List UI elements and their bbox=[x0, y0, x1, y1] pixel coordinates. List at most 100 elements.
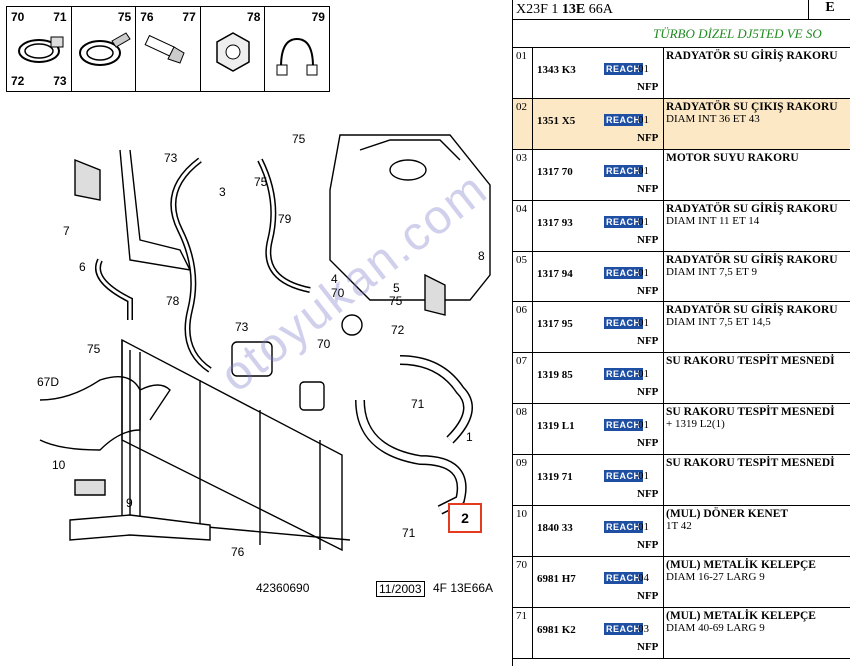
callout-label: 78 bbox=[247, 10, 261, 24]
quantity: 03 bbox=[638, 622, 649, 635]
callout-label: 7 bbox=[63, 224, 70, 238]
part-reference[interactable]: 1317 94 bbox=[537, 267, 573, 280]
reach-badge: REACH bbox=[604, 317, 643, 330]
callout-label: 5 bbox=[393, 281, 400, 295]
part-reference[interactable]: 1319 85 bbox=[537, 369, 573, 382]
part-reference[interactable]: 1317 93 bbox=[537, 216, 573, 229]
callout-label: 78 bbox=[166, 294, 180, 308]
part-title: SU RAKORU TESPİT MESNEDİ bbox=[666, 406, 835, 419]
part-title: (MUL) DÖNER KENET bbox=[666, 508, 789, 521]
part-detail: + 1319 L2(1) bbox=[666, 418, 725, 431]
quantity: 01 bbox=[638, 368, 649, 381]
description-cell: RADYATÖR SU GİRİŞ RAKORU bbox=[664, 48, 850, 98]
reach-badge: REACH bbox=[604, 470, 643, 483]
row-index: 10 bbox=[513, 506, 533, 556]
quantity: 01 bbox=[638, 164, 649, 177]
row-index: 01 bbox=[513, 48, 533, 98]
bolt-icon-cell: 76 77 bbox=[136, 7, 201, 91]
part-reference[interactable]: 6981 H7 bbox=[537, 572, 576, 585]
row-index: 71 bbox=[513, 607, 533, 658]
callout-label: 75 bbox=[87, 342, 101, 356]
diagram-sheet-id: 4F 13E66A bbox=[433, 581, 494, 595]
part-reference[interactable]: 1840 33 bbox=[537, 522, 573, 535]
quantity: 01 bbox=[638, 63, 649, 75]
nfp-label: NFP bbox=[637, 131, 659, 144]
part-title: RADYATÖR SU GİRİŞ RAKORU bbox=[666, 304, 838, 317]
quantity: 01 bbox=[638, 317, 649, 330]
part-detail: DIAM 16-27 LARG 9 bbox=[666, 570, 765, 583]
model-suffix: 66A bbox=[588, 1, 613, 17]
callout-label: 72 bbox=[11, 74, 25, 88]
quantity: 01 bbox=[638, 266, 649, 279]
part-reference[interactable]: 1351 X5 bbox=[537, 114, 576, 127]
quantity: 01 bbox=[638, 521, 649, 534]
callout-label: 71 bbox=[411, 397, 425, 411]
callout-label: 73 bbox=[235, 320, 249, 334]
hose-clip-icon bbox=[276, 37, 318, 76]
worm-clamp-icon bbox=[78, 32, 131, 66]
quantity: 01 bbox=[638, 215, 649, 228]
part-detail: DIAM INT 7,5 ET 9 bbox=[666, 265, 757, 278]
part-reference[interactable]: 1319 L1 bbox=[537, 420, 575, 433]
reach-badge: REACH bbox=[604, 521, 643, 534]
row-index: 05 bbox=[513, 251, 533, 302]
part-reference[interactable]: 1317 70 bbox=[537, 165, 573, 178]
callout-label: 1 bbox=[466, 430, 473, 444]
part-reference[interactable]: 1343 K3 bbox=[537, 64, 576, 76]
description-cell: SU RAKORU TESPİT MESNEDİ+ 1319 L2(1) bbox=[664, 404, 850, 454]
reach-badge: REACH bbox=[604, 164, 643, 177]
reach-badge: REACH bbox=[604, 266, 643, 279]
row-index: 70 bbox=[513, 556, 533, 607]
reach-badge: REACH bbox=[604, 63, 643, 75]
nfp-label: NFP bbox=[637, 386, 659, 399]
callout-label: 75 bbox=[254, 175, 268, 189]
nfp-label: NFP bbox=[637, 81, 659, 93]
part-title: RADYATÖR SU GİRİŞ RAKORU bbox=[666, 202, 838, 215]
nfp-label: NFP bbox=[637, 233, 659, 246]
quantity: 04 bbox=[638, 571, 649, 584]
hose-clip-icon-cell: 79 bbox=[265, 7, 329, 91]
table-subtitle-row: TÜRBO DİZEL DJ5TED VE SO bbox=[513, 20, 850, 48]
part-reference[interactable]: 6981 K2 bbox=[537, 623, 576, 636]
cooling-system-drawing bbox=[39, 134, 491, 552]
callout-label: 10 bbox=[52, 458, 66, 472]
reach-badge: REACH bbox=[604, 622, 643, 635]
part-detail: DIAM INT 7,5 ET 14,5 bbox=[666, 316, 771, 329]
nfp-label: NFP bbox=[637, 640, 659, 653]
callout-label: 76 bbox=[231, 545, 245, 559]
quantity: 01 bbox=[638, 470, 649, 483]
model-code: X23F 1 13E 66A bbox=[513, 2, 613, 18]
callout-label: 79 bbox=[311, 10, 325, 24]
callout-label: 9 bbox=[126, 496, 133, 510]
nfp-label: NFP bbox=[637, 182, 659, 195]
part-detail: DIAM 40-69 LARG 9 bbox=[666, 621, 765, 634]
highlighted-part-ref[interactable]: 2 bbox=[448, 503, 482, 533]
part-reference[interactable]: 1319 71 bbox=[537, 471, 573, 484]
callout-label: 73 bbox=[164, 151, 178, 165]
part-title: SU RAKORU TESPİT MESNEDİ bbox=[666, 457, 835, 470]
part-reference[interactable]: 1317 95 bbox=[537, 318, 573, 331]
reach-badge: REACH bbox=[604, 571, 643, 584]
callout-label: 77 bbox=[182, 10, 196, 24]
